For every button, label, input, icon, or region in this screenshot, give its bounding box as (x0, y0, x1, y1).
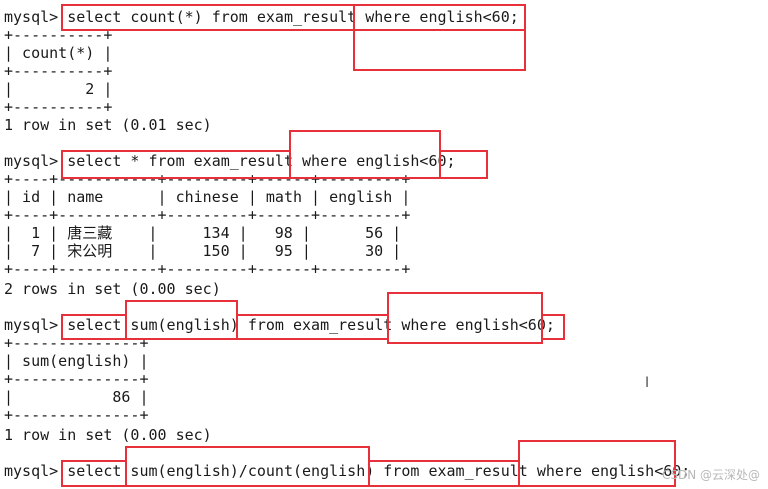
table-row: | 2 | (4, 80, 113, 98)
table-border: +----------+ (4, 98, 113, 116)
highlight-where-clause-extension (353, 29, 526, 71)
table-header-row: | sum(english) | (4, 352, 149, 370)
prompt-line-count-query: mysql> select count(*) from exam_result … (4, 8, 519, 26)
table-border: +----------+ (4, 62, 113, 80)
table-row: | 86 | (4, 388, 149, 406)
table-border: +----+-----------+---------+------+-----… (4, 260, 411, 278)
table-border: +----+-----------+---------+------+-----… (4, 206, 411, 224)
result-status-line: 2 rows in set (0.00 sec) (4, 280, 221, 298)
prompt-line-select-all-query: mysql> select * from exam_result where e… (4, 152, 456, 170)
table-border: +--------------+ (4, 406, 149, 424)
prompt-line-average-query: mysql> select sum(english)/count(english… (4, 462, 691, 480)
table-header-row: | id | name | chinese | math | english | (4, 188, 411, 206)
table-border: +--------------+ (4, 334, 149, 352)
table-row: | 7 | 宋公明 | 150 | 95 | 30 | (4, 242, 402, 260)
result-status-line: 1 row in set (0.01 sec) (4, 116, 212, 134)
result-status-line: 1 row in set (0.00 sec) (4, 426, 212, 444)
table-border: +----------+ (4, 26, 113, 44)
text-cursor-icon: I (645, 375, 650, 391)
table-border: +--------------+ (4, 370, 149, 388)
table-border: +----+-----------+---------+------+-----… (4, 170, 411, 188)
table-header-row: | count(*) | (4, 44, 113, 62)
prompt-line-sum-query: mysql> select sum(english) from exam_res… (4, 316, 555, 334)
watermark: CSDN @云深处@ (662, 468, 761, 482)
table-row: | 1 | 唐三藏 | 134 | 98 | 56 | (4, 224, 402, 242)
